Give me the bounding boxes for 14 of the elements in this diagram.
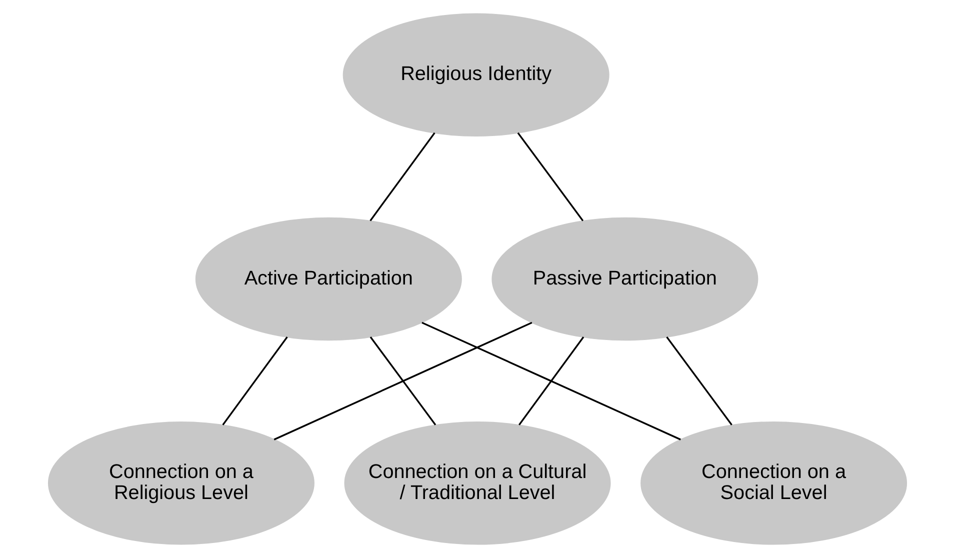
node-ellipse: Active Participation [194,217,462,341]
connector [516,132,584,222]
connector [273,322,532,440]
node-ellipse: Connection on a Cultural / Traditional Level [344,421,610,545]
connector [518,336,584,426]
node-ellipse: Religious Identity [342,13,609,137]
connector [421,322,680,440]
node-ellipse: Connection on a Religious Level [47,421,314,545]
connector [369,132,435,222]
connector [369,336,436,426]
node-ellipse: Connection on a Social Level [640,421,907,545]
connector [666,336,732,426]
node-ellipse: Passive Participation [491,217,758,341]
connector [222,336,288,426]
